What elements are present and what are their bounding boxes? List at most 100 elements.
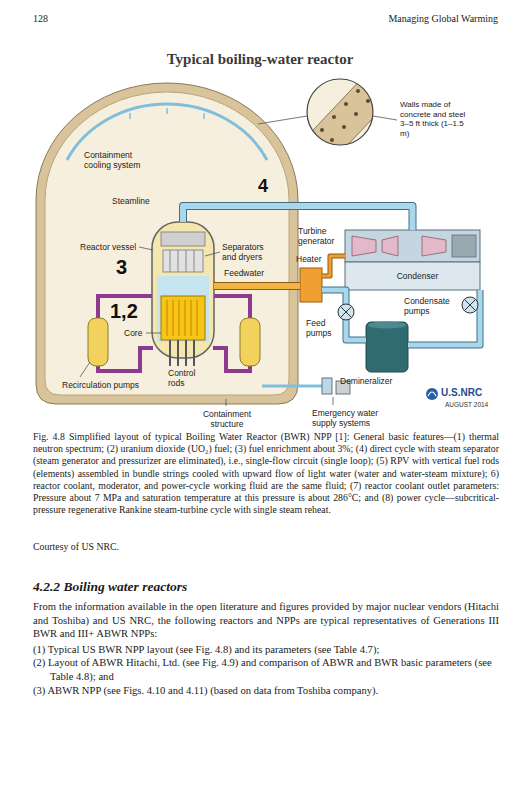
figure-caption: Fig. 4.8 Simplified layout of typical Bo… xyxy=(33,431,499,516)
fuel-rod xyxy=(196,300,197,336)
body-paragraph: From the information available in the op… xyxy=(33,600,499,641)
separator-tube xyxy=(194,250,195,272)
spray-nozzle xyxy=(166,108,168,114)
control-rod xyxy=(185,340,187,366)
rebar xyxy=(320,128,324,132)
page-number: 128 xyxy=(33,13,48,25)
demineralizer-tank xyxy=(366,322,408,372)
pipe-label: Steamline xyxy=(112,196,150,206)
list-item: (2) Layout of ABWR Hitachi, Ltd. (see Fi… xyxy=(33,656,499,683)
pipe-connector xyxy=(214,286,300,287)
part-label: Demineralizer xyxy=(340,376,392,386)
rebar xyxy=(366,99,370,103)
wall-callout: Walls made of concrete and steel 3–5 ft … xyxy=(400,100,468,138)
pipe-outline xyxy=(214,282,300,290)
part-label: Heater xyxy=(296,254,322,264)
fuel-rod xyxy=(178,300,179,336)
pipe-connector xyxy=(322,256,345,276)
detail-leader xyxy=(258,116,307,124)
fuel-rod xyxy=(184,300,185,336)
callout-number: 1,2 xyxy=(110,300,138,322)
part-label: Containment cooling system xyxy=(84,150,146,170)
rebar xyxy=(344,102,348,106)
fuel-rod xyxy=(190,300,191,336)
control-rod xyxy=(169,340,171,366)
leader-line xyxy=(139,247,153,250)
detail-leader xyxy=(373,116,397,120)
leader-line xyxy=(226,399,227,406)
rebar xyxy=(354,112,358,116)
separator-tube xyxy=(178,250,179,272)
turbine-stage xyxy=(422,236,446,256)
turbine-generator: Turbine generator xyxy=(345,230,480,262)
recirculation-pump xyxy=(88,318,108,366)
rebar xyxy=(330,138,334,142)
nrc-logo-mark xyxy=(428,392,436,396)
nrc-logo xyxy=(426,388,438,400)
wall-detail xyxy=(298,74,392,170)
turbine-casing xyxy=(345,230,480,262)
part-label: Emergency water supply systems xyxy=(312,408,384,428)
leader-line xyxy=(146,333,161,334)
reactor-vessel: Reactor vesselCore xyxy=(152,222,214,358)
pump-cross xyxy=(341,307,352,318)
callout-number: 3 xyxy=(116,256,127,278)
part-label: Condenser xyxy=(345,271,490,281)
recirculation-pump xyxy=(240,318,260,366)
emergency-water-tank xyxy=(322,378,332,394)
pump-circle xyxy=(338,304,354,320)
pipe-fill xyxy=(214,283,300,289)
control-rod xyxy=(193,340,195,366)
feedwater-heater: Heater xyxy=(300,268,322,302)
separator-tube xyxy=(170,250,171,272)
control-rod xyxy=(177,340,179,366)
part-label: Core xyxy=(124,328,142,338)
logo-text: U.S.NRC xyxy=(441,387,482,398)
generator-shape xyxy=(452,235,476,257)
steam-dryer xyxy=(161,232,205,246)
list-item: (3) ABWR NPP (see Figs. 4.10 and 4.11) (… xyxy=(33,684,499,698)
separator-tube xyxy=(186,250,187,272)
demineralizer: Demineralizer xyxy=(366,322,408,372)
heater-shape xyxy=(300,268,322,302)
turbine-stage xyxy=(382,236,398,256)
pipe-fill xyxy=(322,256,345,276)
part-label: Feed pumps xyxy=(306,318,336,338)
callout-number: 4 xyxy=(258,176,268,196)
diagram-title: Typical boiling-water reactor xyxy=(100,50,420,68)
turbine-stage xyxy=(352,236,376,256)
condensate-pump-symbol xyxy=(462,297,478,313)
part-label: Turbine generator xyxy=(298,226,342,246)
list-item: (1) Typical US BWR NPP layout (see Fig. … xyxy=(33,643,499,657)
credit-line: Courtesy of US NRC. xyxy=(33,541,499,553)
detail-circle xyxy=(307,79,373,145)
core-shape xyxy=(161,296,205,340)
reactor-core: Core xyxy=(161,296,205,340)
rebar xyxy=(356,89,360,93)
demineralizer-top xyxy=(368,322,406,329)
wall-section xyxy=(298,74,392,170)
pipe-outline xyxy=(183,206,413,230)
part-label: Condensate pumps xyxy=(404,296,454,316)
spray-nozzle xyxy=(203,113,205,119)
part-label: Control rods xyxy=(168,368,206,388)
pump-circle xyxy=(462,297,478,313)
leader-line xyxy=(205,252,220,256)
part-label: Recirculation pumps xyxy=(62,380,139,390)
section-heading: 4.2.2 Boiling water reactors xyxy=(33,579,499,595)
leader-line xyxy=(80,362,90,377)
pipe-outline xyxy=(322,256,345,276)
pump-cross xyxy=(465,300,476,311)
rebar xyxy=(332,115,336,119)
pipe-fill xyxy=(183,206,413,230)
part-label: Containment structure xyxy=(200,409,254,429)
feed-pump-symbol xyxy=(338,304,354,320)
part-label: Reactor vessel xyxy=(80,242,136,252)
pump-cross xyxy=(341,307,352,318)
pump-cross xyxy=(465,300,476,311)
rebar xyxy=(342,125,346,129)
pipe-label: Feedwater xyxy=(224,268,264,278)
spray-nozzle xyxy=(129,113,131,119)
emergency-water-pipe xyxy=(262,385,322,388)
